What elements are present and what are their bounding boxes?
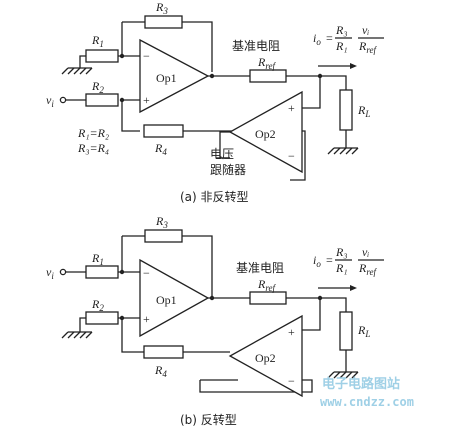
label-r2-a: R2 [91,79,104,95]
resistor-r3-b [144,229,183,243]
label-vi-a: vi [46,93,54,109]
op2-minus-b: − [288,374,295,388]
svg-text:Rref: Rref [358,261,378,277]
svg-text:R₃: R₃ [335,245,348,259]
resistor-r3-a [144,15,183,29]
label-rl-b: RL [357,323,370,339]
svg-text:=: = [326,31,333,45]
label-vi-b: vi [46,265,54,281]
op1-minus-b: − [143,266,150,280]
label-follower-1-a: 电压 [210,147,234,161]
formula-b: io = R₃ R₁ vᵢ Rref [313,245,384,277]
label-follower-2-a: 跟随器 [210,162,246,177]
op2-plus-b: + [288,325,295,339]
vi-terminal-a [59,96,67,104]
caption-b: (b) 反转型 [180,412,237,427]
svg-text:vᵢ: vᵢ [362,23,369,37]
svg-text:vᵢ: vᵢ [362,245,369,259]
resistor-rl-b [339,311,353,351]
label-eq2-a: R₃=R₄ [77,141,109,155]
label-r1-a: R1 [91,33,104,49]
op1-plus-a: + [143,93,150,107]
resistor-r4-b [143,345,184,359]
svg-text:io: io [313,31,321,47]
circuit-b: R1 R2 R3 R4 Rref RL vi Op1 Op2 − + + − 基… [46,214,384,427]
watermark-cn: 电子电路图站 [322,376,400,392]
label-op1-b: Op1 [156,293,177,307]
circuit-a: R1 R2 R3 R4 Rref RL vi Op1 Op2 − + + − 基… [46,0,384,204]
svg-text:Rref: Rref [358,39,378,55]
label-op2-b: Op2 [255,351,276,365]
label-r3-a: R3 [155,0,168,16]
label-op2-a: Op2 [255,127,276,141]
opamp-op1-b [139,258,210,338]
watermark-url: www.cndzz.com [320,395,414,409]
op1-minus-a: − [143,49,150,63]
resistor-r1-b [85,265,119,279]
resistor-rl-a [339,89,353,131]
op1-plus-b: + [143,312,150,326]
svg-text:R₃: R₃ [335,23,348,37]
svg-text:R₁: R₁ [335,261,348,275]
label-op1-a: Op1 [156,71,177,85]
label-rref-a: Rref [257,55,277,71]
label-eq1-a: R₁=R₂ [77,126,109,140]
op2-plus-a: + [288,101,295,115]
label-r2-b: R2 [91,297,104,313]
label-rref-b: Rref [257,277,277,293]
resistor-rref-a [249,69,287,83]
formula-a: io = R₃ R₁ vᵢ Rref [313,23,384,55]
caption-a: (a) 非反转型 [180,189,249,204]
label-rl-a: RL [357,103,370,119]
label-ref-resistor-b: 基准电阻 [236,261,284,275]
svg-text:=: = [326,253,333,267]
svg-text:io: io [313,253,321,269]
resistor-r2-a [85,93,119,107]
label-r1-b: R1 [91,251,104,267]
op2-minus-a: − [288,149,295,163]
label-r4-b: R4 [154,363,167,379]
label-ref-resistor-a: 基准电阻 [232,39,280,53]
label-r3-b: R3 [155,214,168,230]
label-r4-a: R4 [154,141,167,157]
opamp-op2-b [228,314,303,398]
opamp-op1-a [139,38,210,114]
svg-text:R₁: R₁ [335,39,348,53]
opamp-op2-a [228,90,303,174]
resistor-r4-a [143,124,184,138]
vi-terminal-b [59,268,67,276]
resistor-r2-b [85,311,119,325]
resistor-r1-a [85,49,119,63]
resistor-rref-b [249,291,287,305]
